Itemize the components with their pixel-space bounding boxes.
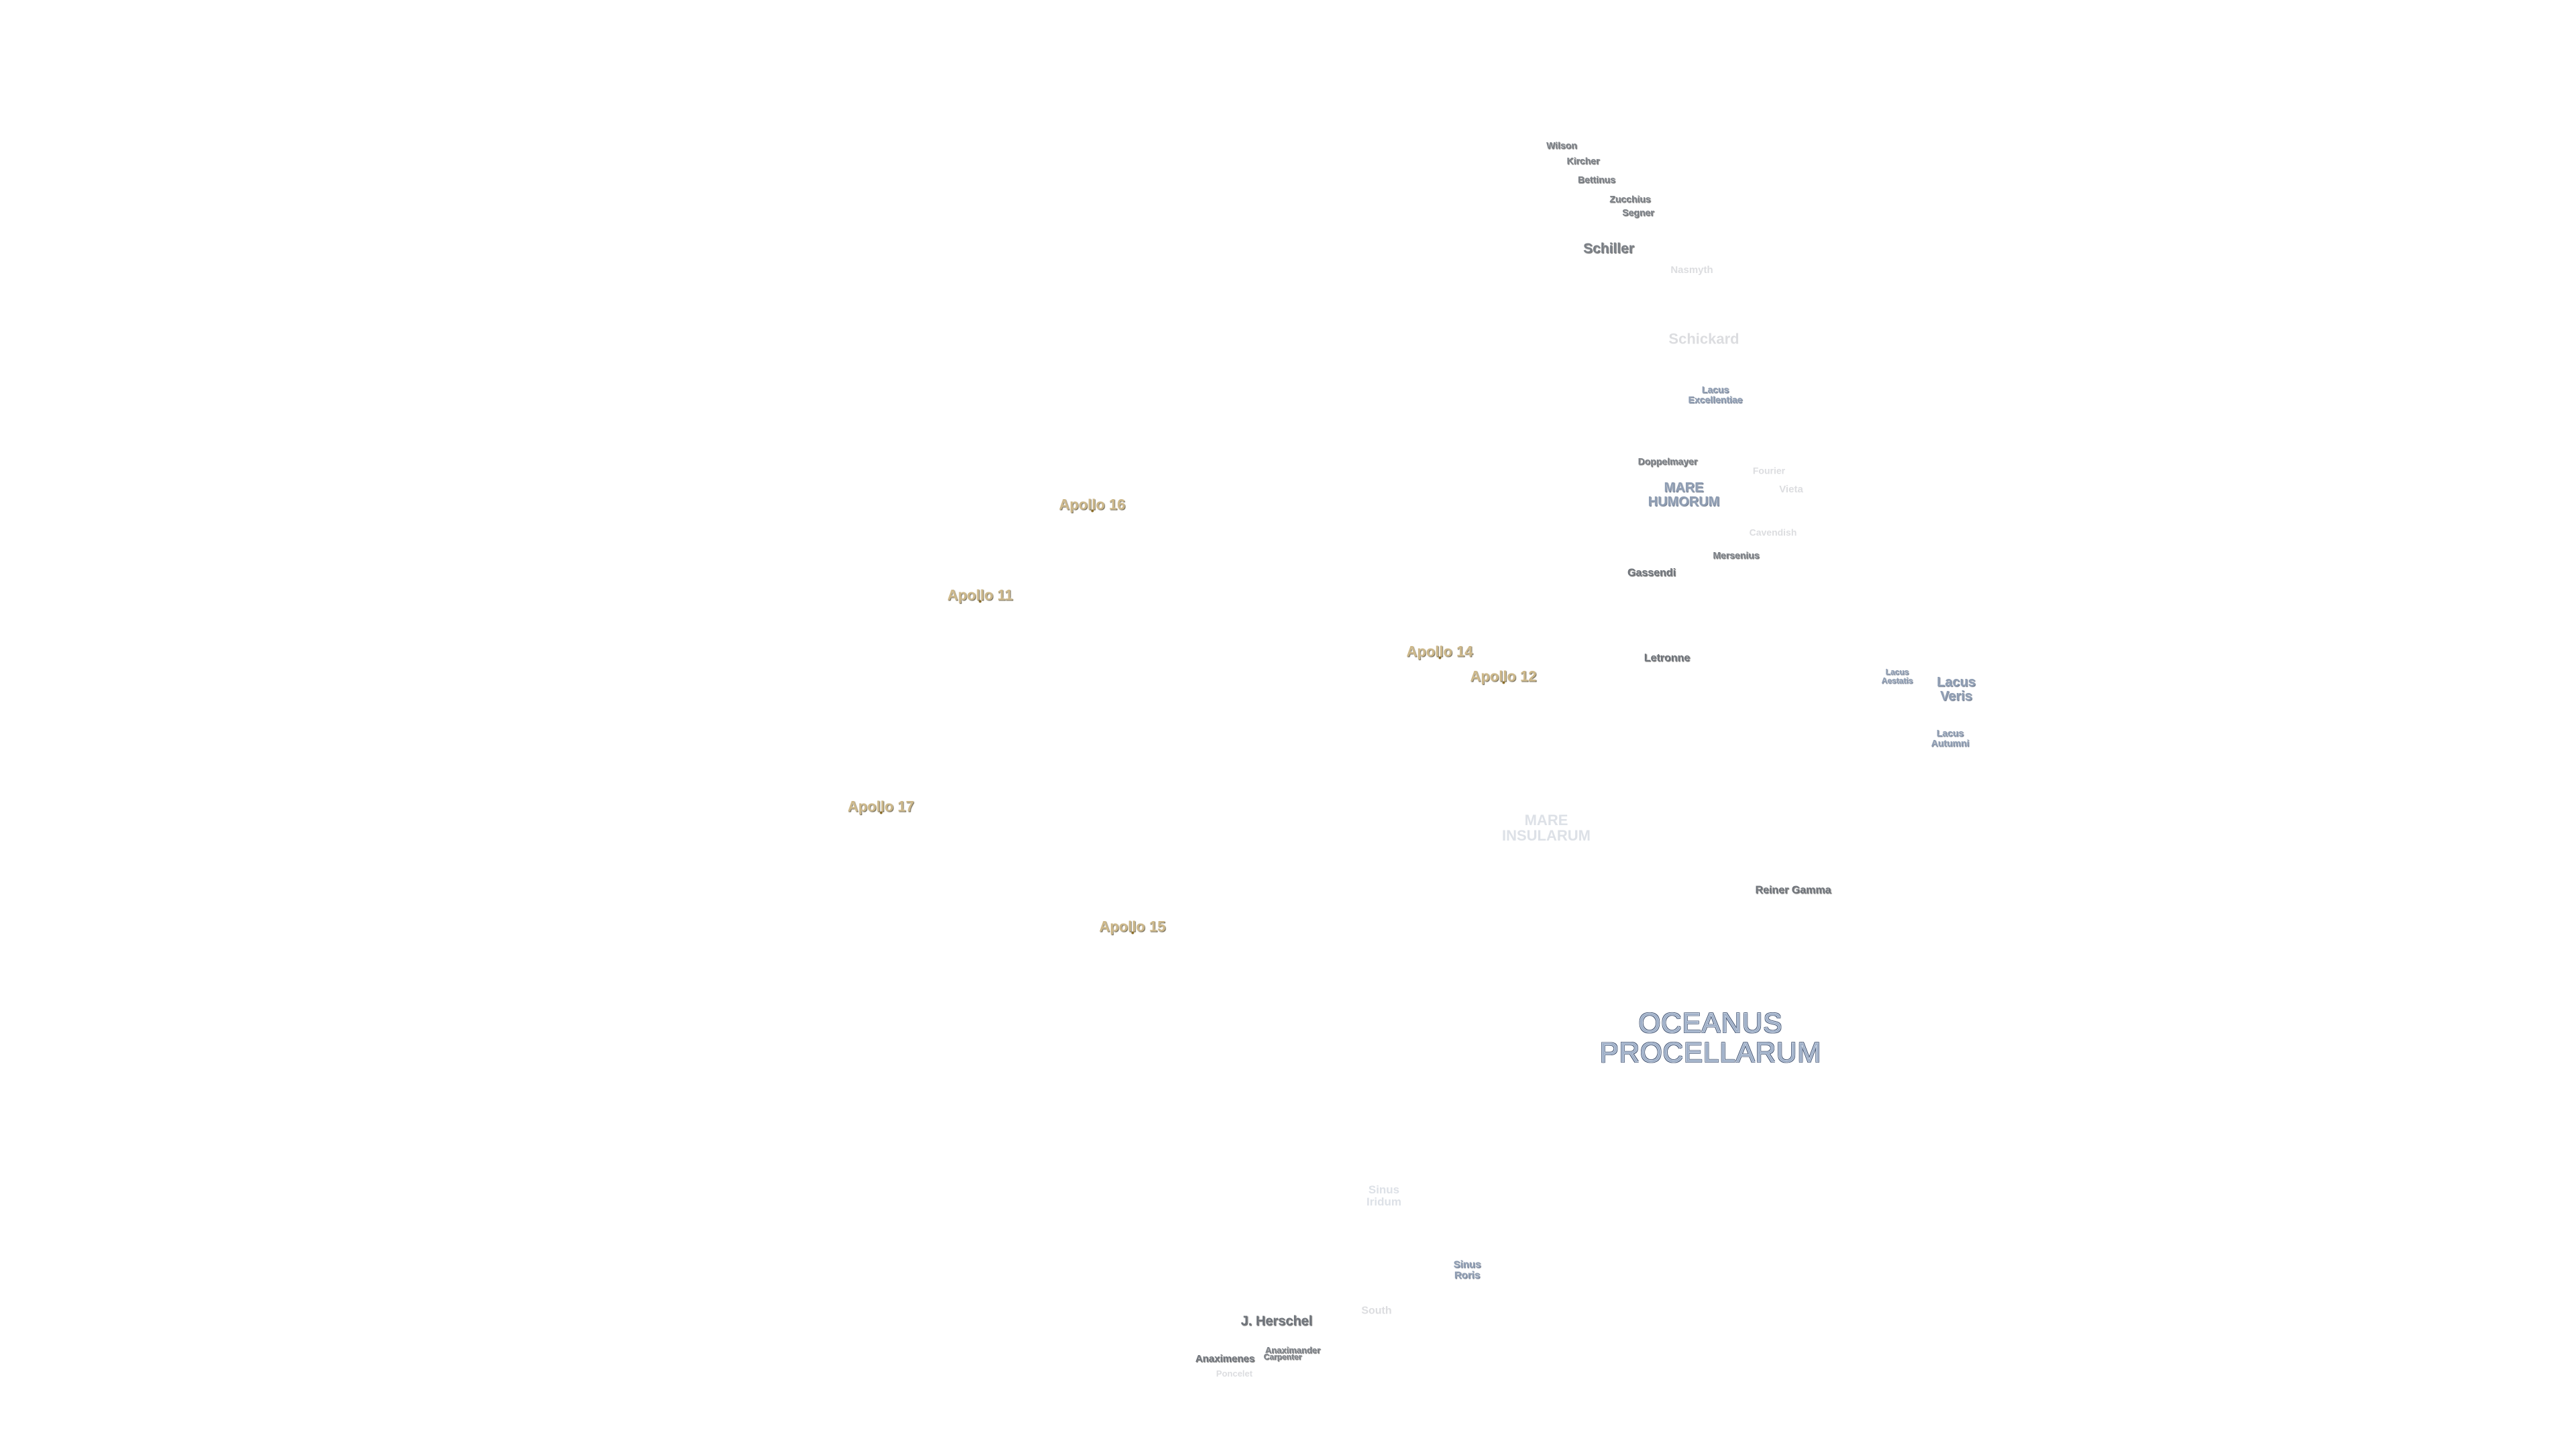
mare-humorum-label[interactable]: MARE HUMORUM [1648,480,1720,509]
crater-label-fourier[interactable]: Fourier [1752,465,1786,476]
sinus-iridum-label[interactable]: Sinus Iridum [1366,1183,1401,1208]
crater-label-doppelmayer[interactable]: Doppelmayer [1638,455,1698,467]
crater-label-j-herschel[interactable]: J. Herschel [1240,1313,1313,1329]
apollo-12-marker[interactable]: Apollo 12 [1470,667,1537,685]
crater-label-vieta[interactable]: Vieta [1779,484,1803,496]
lacus-veris-label[interactable]: Lacus Veris [1937,675,1976,704]
crater-label-poncelet[interactable]: Poncelet [1216,1368,1253,1379]
crater-label-zucchius[interactable]: Zucchius [1609,193,1651,205]
apollo-11-marker[interactable]: Apollo 11 [947,586,1013,604]
lacus-autumni-label[interactable]: Lacus Autumni [1931,727,1970,748]
crater-label-segner[interactable]: Segner [1622,207,1654,218]
crater-label-cavendish[interactable]: Cavendish [1749,527,1797,538]
crater-label-schickard[interactable]: Schickard [1668,330,1739,347]
crater-label-letronne[interactable]: Letronne [1644,652,1690,664]
apollo-16-marker[interactable]: Apollo 16 [1059,496,1126,513]
sinus-roris-label[interactable]: Sinus Roris [1453,1258,1481,1281]
apollo-14-marker[interactable]: Apollo 14 [1406,643,1473,660]
crater-label-bettinus[interactable]: Bettinus [1578,174,1615,185]
crater-label-nasmyth[interactable]: Nasmyth [1670,264,1713,276]
mare-insularum-label[interactable]: MARE INSULARUM [1502,811,1591,844]
oceanus-procellarum-label[interactable]: OCEANUS PROCELLARUM [1599,1006,1822,1068]
lacus-aestatis-label[interactable]: Lacus Aestatis [1881,667,1913,685]
crater-label-anaximander[interactable]: Anaximander [1265,1345,1321,1356]
crater-label-kircher[interactable]: Kircher [1566,155,1600,166]
crater-label-reiner-gamma[interactable]: Reiner Gamma [1755,884,1831,896]
crater-label-anaximenes[interactable]: Anaximenes [1195,1353,1255,1365]
crater-label-mersenius[interactable]: Mersenius [1713,549,1760,561]
apollo-17-marker[interactable]: Apollo 17 [847,798,914,815]
crater-label-wilson[interactable]: Wilson [1546,140,1577,151]
crater-label-schiller[interactable]: Schiller [1583,240,1634,256]
crater-label-gassendi[interactable]: Gassendi [1627,567,1676,579]
crater-label-south[interactable]: South [1361,1305,1392,1317]
apollo-15-marker[interactable]: Apollo 15 [1099,918,1166,935]
lacus-excellentiae-label[interactable]: Lacus Excellentiae [1688,384,1743,405]
crater-label-carpenter[interactable]: Carpenter [1263,1352,1302,1362]
